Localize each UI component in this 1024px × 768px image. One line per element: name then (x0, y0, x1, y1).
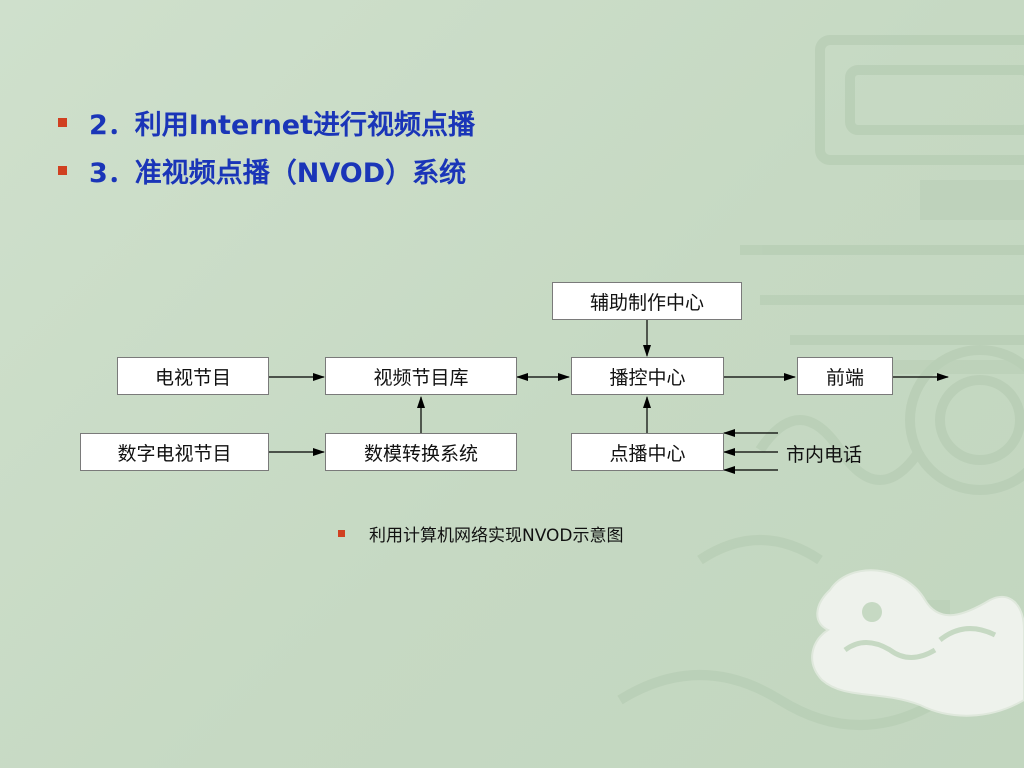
node-frontend: 前端 (797, 357, 893, 395)
bullet-text: 2．利用Internet进行视频点播 (89, 109, 476, 141)
node-digital-tv-programs: 数字电视节目 (80, 433, 269, 471)
node-da-conversion-system: 数模转换系统 (325, 433, 517, 471)
bullet-item-nvod: 3．准视频点播（NVOD）系统 (58, 152, 467, 189)
node-aux-production-center: 辅助制作中心 (552, 282, 742, 320)
node-video-library: 视频节目库 (325, 357, 517, 395)
node-vod-center: 点播中心 (571, 433, 724, 471)
caption-text: 利用计算机网络实现NVOD示意图 (369, 525, 624, 546)
bullet-square-icon (338, 529, 345, 537)
bullet-text: 3．准视频点播（NVOD）系统 (89, 157, 467, 189)
jade-dragon-icon (811, 569, 1024, 717)
label-local-telephone: 市内电话 (786, 444, 863, 466)
node-tv-programs: 电视节目 (117, 357, 269, 395)
bullet-square-icon (58, 165, 67, 175)
diagram-caption: 利用计算机网络实现NVOD示意图 (338, 520, 624, 546)
bullet-item-internet-vod: 2．利用Internet进行视频点播 (58, 104, 476, 141)
bullet-square-icon (58, 117, 67, 127)
node-broadcast-control-center: 播控中心 (571, 357, 724, 395)
